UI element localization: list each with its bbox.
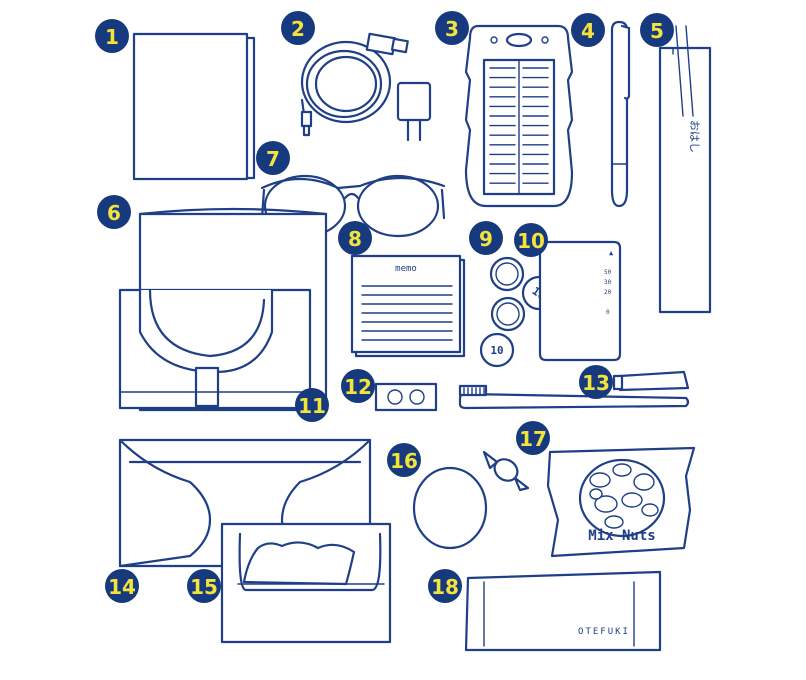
wet-towel-icon: OTEFUKI (464, 570, 662, 652)
card-mark-4: 0 (606, 309, 610, 316)
nut-shape (604, 515, 624, 529)
nut-shape (641, 503, 659, 517)
pouch-icon (118, 207, 328, 412)
nut-shape (589, 488, 603, 500)
nut-shape (633, 473, 655, 491)
nut-shape (612, 463, 632, 477)
tissue-pack-icon (220, 522, 392, 644)
nut-snack-icon: Mix Nuts (546, 446, 696, 558)
badge-number: 15 (190, 575, 218, 599)
badge-14: 14 (105, 569, 139, 603)
usb-cable-icon (300, 32, 409, 137)
toothbrush-icon (458, 384, 690, 410)
card-mark-1: 50 (604, 269, 612, 276)
hair-tie-icon (412, 466, 488, 550)
badge-4: 4 (571, 13, 605, 47)
badge-5: 5 (640, 13, 674, 47)
memo-pad-icon: memo (350, 254, 466, 358)
badge-number: 5 (650, 19, 664, 43)
badge-7: 7 (256, 141, 290, 175)
badge-16: 16 (387, 443, 421, 477)
badge-11: 11 (295, 388, 329, 422)
candy-icon (482, 450, 530, 492)
badge-number: 7 (266, 147, 280, 171)
card-mark-2: 30 (604, 279, 612, 286)
nut-shape (621, 492, 643, 508)
badge-15: 15 (187, 569, 221, 603)
memo-title: memo (395, 264, 417, 274)
badge-number: 3 (445, 17, 459, 41)
badge-number: 17 (519, 427, 547, 451)
badge-17: 17 (516, 421, 550, 455)
badge-13: 13 (579, 365, 613, 399)
wet-towel-text: OTEFUKI (578, 627, 630, 637)
charger-icon (396, 81, 432, 142)
badge-1: 1 (95, 19, 129, 53)
chopsticks-icon: おはし (658, 25, 712, 314)
badge-number: 10 (517, 229, 545, 253)
nut-shape (589, 472, 611, 488)
wallet-card-icon: ▲ 50 30 20 0 (538, 240, 622, 362)
badge-number: 1 (105, 25, 119, 49)
badge-number: 4 (581, 19, 595, 43)
chopsticks-text: おはし (688, 120, 701, 153)
badge-6: 6 (97, 195, 131, 229)
badge-12: 12 (341, 369, 375, 403)
card-mark-triangle: ▲ (609, 249, 614, 257)
badge-number: 11 (298, 394, 326, 418)
badge-9: 9 (469, 221, 503, 255)
pen-icon (610, 20, 631, 208)
badge-number: 14 (108, 575, 136, 599)
badge-number: 9 (479, 227, 493, 251)
badge-number: 2 (291, 17, 305, 41)
badge-number: 8 (348, 227, 362, 251)
notebook-icon (132, 32, 256, 181)
coin-value-b: 10 (490, 344, 503, 357)
badge-8: 8 (338, 221, 372, 255)
nut-shape (594, 495, 618, 513)
badge-2: 2 (281, 11, 315, 45)
snack-bag-text: Mix Nuts (588, 528, 655, 544)
badge-18: 18 (428, 569, 462, 603)
badge-3: 3 (435, 11, 469, 45)
badge-number: 6 (107, 201, 121, 225)
toothpaste-icon (612, 370, 690, 392)
badge-number: 18 (431, 575, 459, 599)
badge-number: 12 (344, 375, 372, 399)
badge-number: 16 (390, 449, 418, 473)
button-battery-icon (374, 382, 438, 412)
badge-number: 13 (582, 371, 610, 395)
card-mark-3: 20 (604, 289, 612, 296)
solar-power-bank-icon (464, 24, 574, 208)
badge-10: 10 (514, 223, 548, 257)
